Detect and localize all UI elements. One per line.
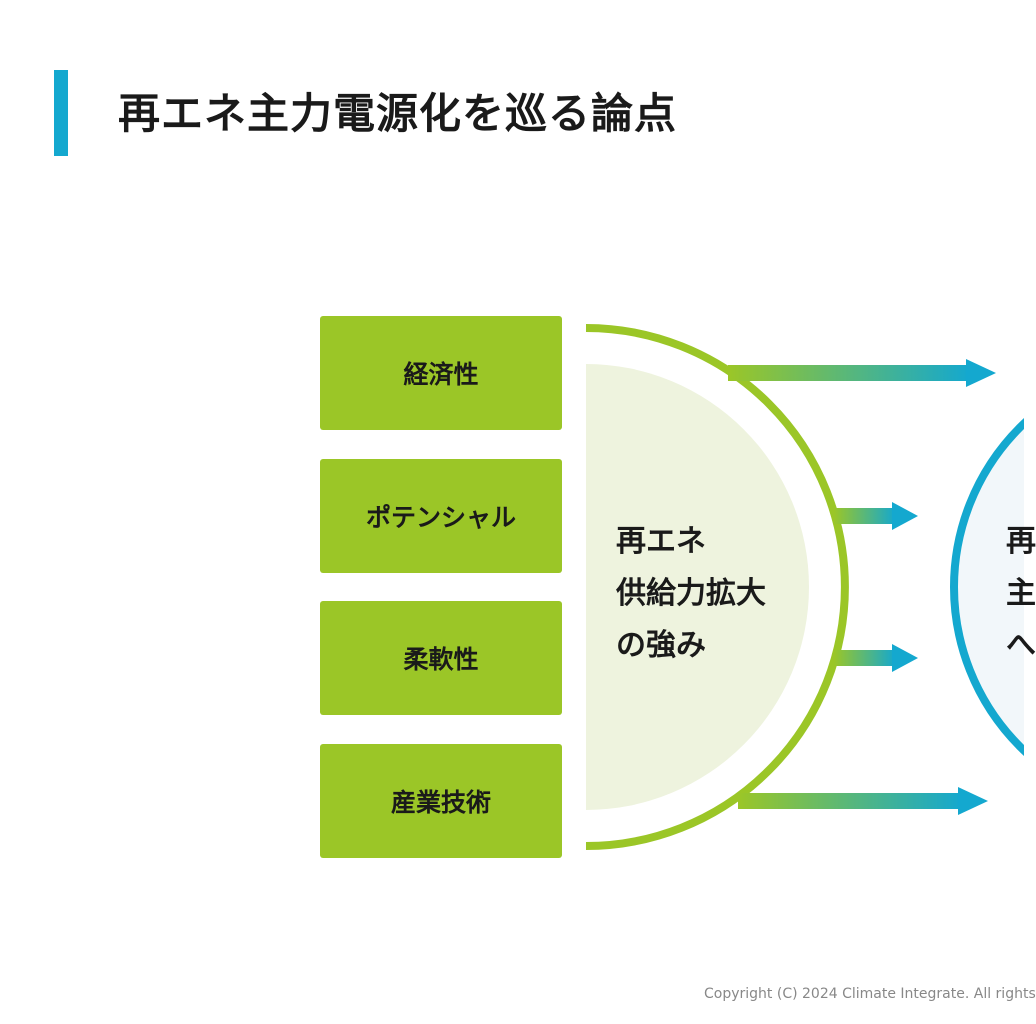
core-label: 再エネ 供給力拡大 の強み <box>616 516 766 672</box>
factor-flexibility: 柔軟性 <box>320 601 562 715</box>
goal-label-line: 再 <box>1006 524 1036 559</box>
core-label-line: 再エネ <box>616 524 706 559</box>
core-label-line: の強み <box>616 628 706 663</box>
core-label-line: 供給力拡大 <box>616 576 766 611</box>
copyright-text: Copyright (C) 2024 Climate Integrate. Al… <box>704 986 1036 1002</box>
arrow-3 <box>834 644 918 672</box>
goal-circle <box>950 418 1024 756</box>
arrow-1 <box>728 359 996 387</box>
factor-industrial-tech: 産業技術 <box>320 744 562 858</box>
page-title: 再エネ主力電源化を巡る論点 <box>118 89 678 138</box>
goal-label-line: 主 <box>1006 576 1036 611</box>
title-accent-bar <box>54 70 68 156</box>
goal-label-partial: 再 主 へ <box>1006 516 1036 672</box>
factor-potential: ポテンシャル <box>320 459 562 573</box>
goal-label-line: へ <box>1006 628 1036 663</box>
core-half-circle-fill <box>586 364 809 810</box>
core-half-circle-ring <box>585 324 849 850</box>
factor-economy: 経済性 <box>320 316 562 430</box>
arrow-4 <box>738 787 988 815</box>
arrow-2 <box>834 502 918 530</box>
